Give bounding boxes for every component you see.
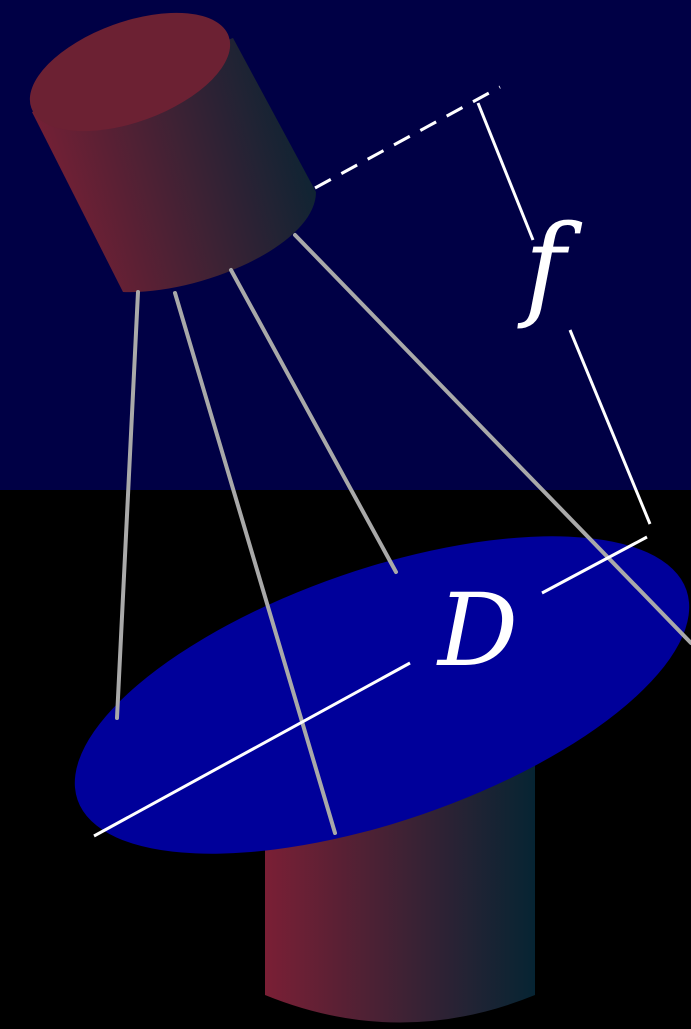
focal-line-lower <box>568 329 652 525</box>
camera-cylinder-top <box>29 12 231 132</box>
dish-aperture <box>74 536 690 854</box>
light-ray <box>229 268 398 574</box>
focal-line-upper <box>476 102 535 241</box>
focal-length-dimension <box>314 85 652 525</box>
diameter-label: D <box>436 572 518 689</box>
light-rays <box>115 233 691 835</box>
diameter-line-left <box>93 661 411 838</box>
focal-extension-dashed <box>314 85 501 190</box>
light-ray <box>293 233 691 645</box>
diameter-dimension <box>93 535 648 838</box>
light-ray <box>173 291 337 835</box>
diameter-line-right <box>541 535 648 595</box>
light-ray <box>115 290 140 720</box>
